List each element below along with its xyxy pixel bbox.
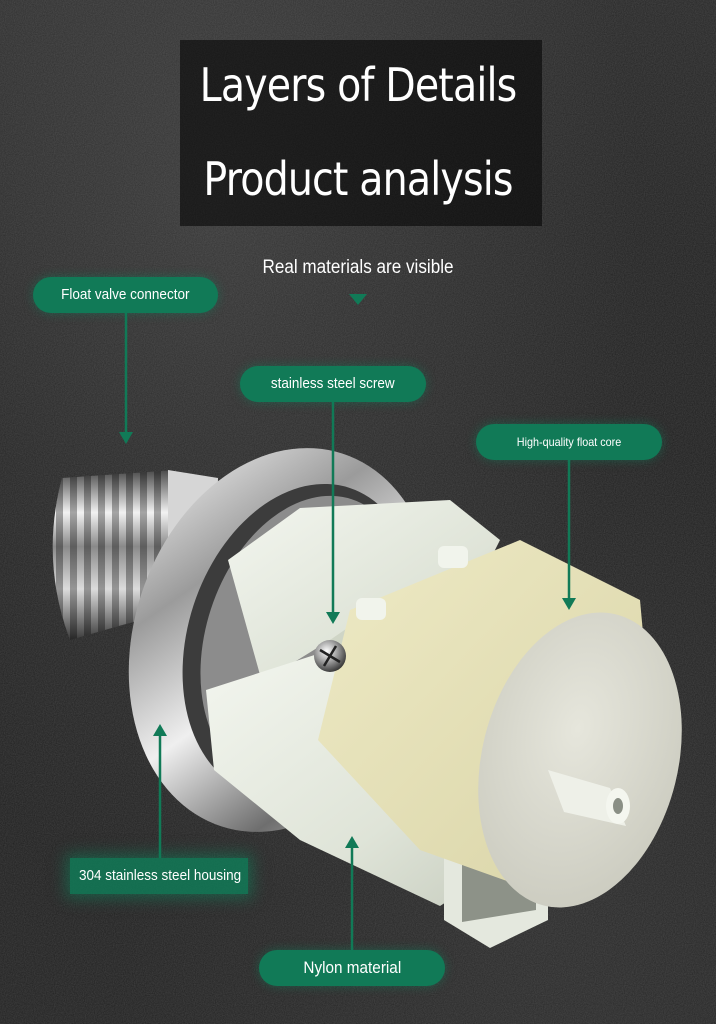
callout-steel-housing: 304 stainless steel housing: [70, 858, 248, 894]
down-pointer-icon: [349, 294, 367, 305]
callout-float-valve-connector: Float valve connector: [33, 277, 218, 313]
arrow-up-icon: [153, 724, 167, 736]
title-backdrop: [180, 40, 542, 226]
arrow-up-icon: [345, 836, 359, 848]
arrow-down-icon: [562, 598, 576, 610]
nylon-pins: [356, 546, 468, 620]
callout-float-core: High-quality float core: [476, 424, 662, 460]
page-title: Layers of Details: [199, 58, 518, 112]
page-subtitle: Product analysis: [203, 152, 513, 206]
arrow-down-icon: [326, 612, 340, 624]
materials-tagline: Real materials are visible: [262, 257, 454, 278]
callout-nylon-material: Nylon material: [259, 950, 445, 986]
screw-head: [314, 640, 346, 672]
arrow-down-icon: [119, 432, 133, 444]
callout-stainless-steel-screw: stainless steel screw: [240, 366, 426, 402]
float-core: [318, 540, 682, 908]
